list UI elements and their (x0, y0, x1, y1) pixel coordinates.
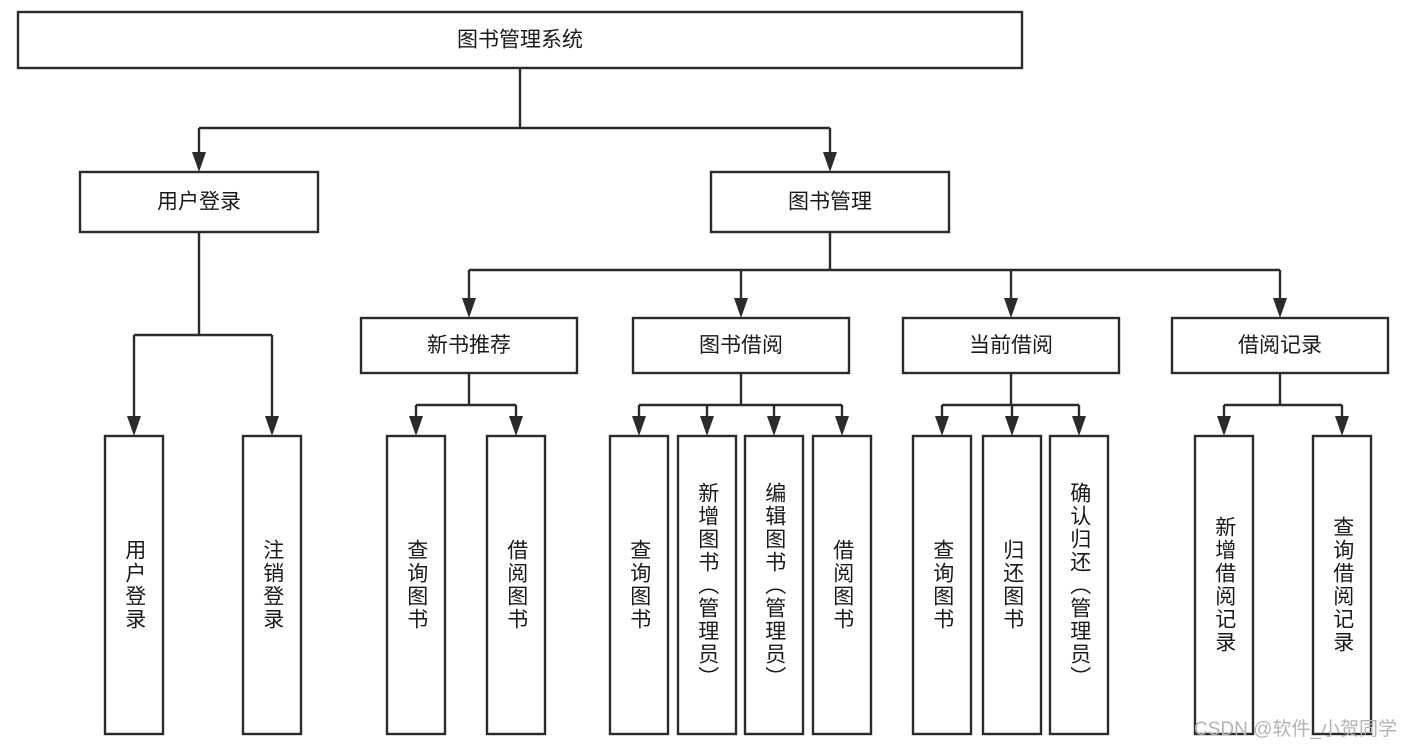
arrow-head-icon-leaf-user-logout (265, 416, 279, 436)
node-box-borrow-record[interactable] (1170, 316, 1390, 375)
node-box-leaf-borrow-book-2[interactable] (811, 434, 873, 736)
arrow-head-icon-borrow-record (1273, 298, 1287, 318)
node-box-root[interactable] (16, 10, 1024, 70)
node-label-book-manage: 图书管理 (788, 191, 872, 214)
arrow-head-icon-leaf-borrow-book-2 (835, 416, 849, 436)
node-box-leaf-add-book[interactable] (676, 434, 738, 736)
arrow-head-icon-leaf-query-record (1335, 416, 1349, 436)
node-box-new-book-rec[interactable] (359, 316, 579, 375)
arrow-head-icon-book-manage (823, 152, 837, 172)
node-box-leaf-query-record[interactable] (1311, 434, 1373, 736)
node-box-current-borrow[interactable] (901, 316, 1121, 375)
arrow-head-icon-leaf-add-book (700, 416, 714, 436)
arrow-head-icon-current-borrow (1004, 298, 1018, 318)
node-box-book-manage[interactable] (709, 170, 951, 234)
arrow-head-icon-leaf-user-login (127, 416, 141, 436)
node-label-user-login: 用户登录 (157, 191, 241, 214)
node-box-leaf-return-book[interactable] (981, 434, 1043, 736)
csdn-watermark: CSDN @软件_小贺同学 (1194, 719, 1397, 740)
node-box-leaf-query-book-1[interactable] (385, 434, 447, 736)
arrow-head-icon-leaf-return-book (1005, 416, 1019, 436)
arrow-head-icon-leaf-confirm-return (1072, 416, 1086, 436)
arrow-head-icon-leaf-add-record (1217, 416, 1231, 436)
arrow-head-icon-leaf-query-book-3 (935, 416, 949, 436)
node-label-root: 图书管理系统 (457, 29, 583, 52)
node-label-borrow-record: 借阅记录 (1238, 334, 1322, 357)
node-box-leaf-user-login[interactable] (103, 434, 165, 736)
node-label-current-borrow: 当前借阅 (969, 334, 1053, 357)
node-boxes-layer (16, 10, 1390, 736)
connectors-layer (127, 68, 1349, 436)
arrow-head-icon-leaf-query-book-1 (409, 416, 423, 436)
node-box-leaf-query-book-3[interactable] (911, 434, 973, 736)
node-box-user-login[interactable] (78, 170, 320, 234)
arrow-head-icon-new-book-rec (462, 298, 476, 318)
node-label-new-book-rec: 新书推荐 (427, 334, 511, 357)
node-box-leaf-borrow-book-1[interactable] (485, 434, 547, 736)
node-box-leaf-query-book-2[interactable] (608, 434, 670, 736)
arrow-head-icon-leaf-edit-book (767, 416, 781, 436)
arrow-head-icon-leaf-query-book-2 (632, 416, 646, 436)
node-box-leaf-add-record[interactable] (1193, 434, 1255, 736)
node-box-leaf-edit-book[interactable] (743, 434, 805, 736)
node-box-leaf-user-logout[interactable] (241, 434, 303, 736)
arrow-head-icon-book-borrow (734, 298, 748, 318)
arrow-head-icon-leaf-borrow-book-1 (509, 416, 523, 436)
node-box-book-borrow[interactable] (631, 316, 851, 375)
node-box-leaf-confirm-return[interactable] (1048, 434, 1110, 736)
arrow-head-icon-user-login (192, 152, 206, 172)
node-label-book-borrow: 图书借阅 (699, 334, 783, 357)
